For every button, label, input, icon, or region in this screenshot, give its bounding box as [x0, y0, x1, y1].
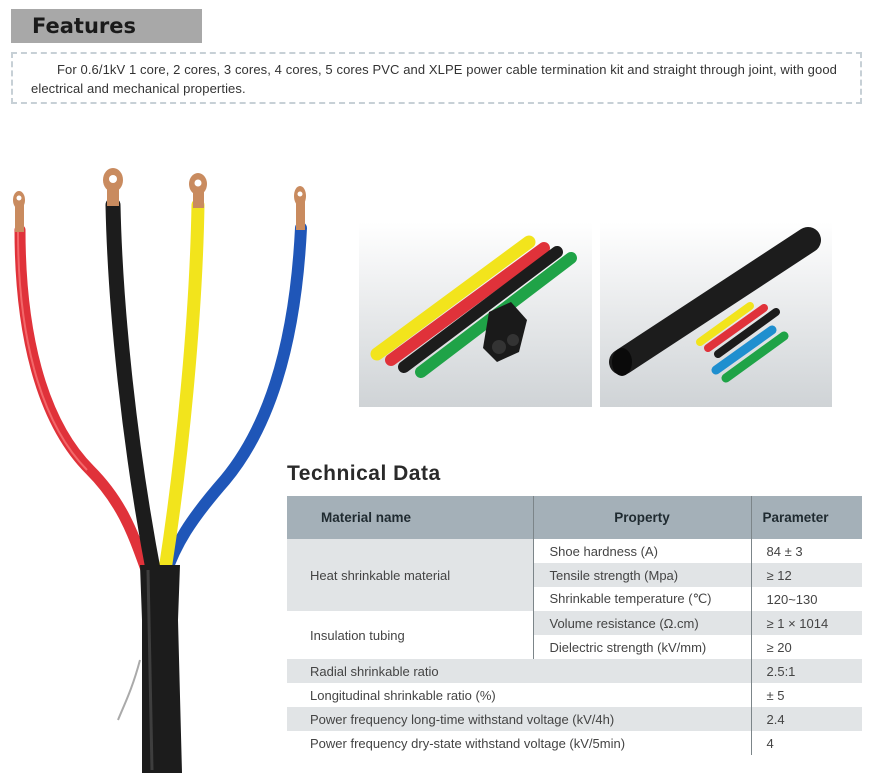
parameter-cell: ± 5: [750, 683, 862, 707]
technical-data-title: Technical Data: [287, 462, 441, 485]
features-description-box: For 0.6/1kV 1 core, 2 cores, 3 cores, 4 …: [11, 52, 862, 104]
parameter-cell: 4: [750, 731, 862, 755]
red-wire: [13, 191, 154, 581]
property-cell: Dielectric strength (kV/mm): [532, 635, 751, 659]
table-row: Heat shrinkable material Shoe hardness (…: [287, 539, 862, 611]
property-cell: Shoe hardness (A): [532, 539, 751, 563]
parameter-cell: ≥ 20: [750, 635, 862, 659]
table-row: Tensile strength (Mpa) ≥ 12: [287, 563, 862, 587]
property-cell: Shrinkable temperature (℃): [532, 587, 751, 611]
table-row: Shrinkable temperature (℃) 120~130: [287, 587, 862, 611]
yellow-wire: [158, 173, 207, 577]
single-row-label: Power frequency long-time withstand volt…: [287, 707, 751, 731]
material-heat-shrinkable: Heat shrinkable material: [287, 539, 533, 611]
parameter-cell: 84 ± 3: [750, 539, 862, 563]
tube-set-photo: [600, 222, 832, 407]
parameter-cell: 120~130: [750, 587, 862, 611]
table-row: Insulation tubing Volume resistance (Ω.c…: [287, 611, 862, 659]
single-row-label: Radial shrinkable ratio: [287, 659, 751, 683]
features-description: For 0.6/1kV 1 core, 2 cores, 3 cores, 4 …: [31, 62, 837, 96]
property-cell: Volume resistance (Ω.cm): [532, 611, 751, 635]
parameter-cell: 2.5:1: [750, 659, 862, 683]
header-material-name: Material name: [287, 496, 533, 539]
table-row: Power frequency dry-state withstand volt…: [287, 731, 862, 755]
parameter-cell: ≥ 12: [750, 563, 862, 587]
material-insulation-tubing: Insulation tubing: [287, 611, 533, 659]
table-row: Longitudinal shrinkable ratio (%) ± 5: [287, 683, 862, 707]
black-wire: [103, 168, 163, 588]
table-row: Radial shrinkable ratio 2.5:1: [287, 659, 862, 683]
cable-termination-photo: [13, 168, 307, 773]
blue-wire: [159, 186, 307, 581]
features-heading: Features: [11, 9, 202, 43]
parameter-cell: 2.4: [750, 707, 862, 731]
table-header-row: Material name Property Parameter: [287, 496, 862, 539]
technical-data-table: Material name Property Parameter Heat sh…: [287, 496, 862, 755]
property-cell: Tensile strength (Mpa): [532, 563, 751, 587]
header-parameter: Parameter: [750, 496, 862, 539]
single-row-label: Power frequency dry-state withstand volt…: [287, 731, 751, 755]
single-row-label: Longitudinal shrinkable ratio (%): [287, 683, 751, 707]
table-row: Power frequency long-time withstand volt…: [287, 707, 862, 731]
table-row: Dielectric strength (kV/mm) ≥ 20: [287, 635, 862, 659]
header-property: Property: [532, 496, 751, 539]
cable-trunk: [117, 565, 182, 773]
tube-kit-photo: [359, 222, 592, 407]
parameter-cell: ≥ 1 × 1014: [750, 611, 862, 635]
